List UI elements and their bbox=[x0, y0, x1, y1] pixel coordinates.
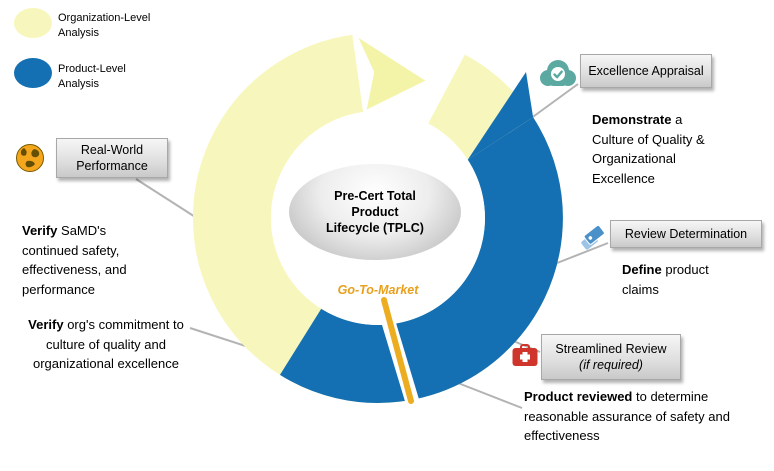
center-title-line-3: Lifecycle (TPLC) bbox=[326, 221, 424, 236]
center-title-line-2: Product bbox=[351, 204, 399, 219]
description-text: SaMD's continued safety, effectiveness, … bbox=[22, 223, 127, 297]
real-world-description-1: Verify SaMD's continued safety, effectiv… bbox=[22, 221, 152, 299]
stage-sublabel: (if required) bbox=[579, 358, 643, 372]
cloud-check-icon bbox=[536, 58, 578, 93]
description-text: product claims bbox=[622, 262, 709, 297]
description-lead: Define bbox=[622, 262, 662, 277]
center-title-line-1: Pre-Cert Total bbox=[334, 188, 416, 203]
product-analysis-swatch bbox=[14, 58, 52, 88]
org-analysis-label: Organization-Level Analysis bbox=[58, 12, 151, 40]
stage-box-review-determination: Review Determination bbox=[610, 220, 762, 248]
stage-label: Review Determination bbox=[624, 226, 748, 241]
streamlined-review-description: Product reviewed to determine reasonable… bbox=[524, 387, 732, 446]
description-lead: Verify bbox=[28, 317, 64, 332]
first-aid-icon bbox=[511, 344, 539, 373]
product-arc-tip bbox=[467, 72, 534, 160]
description-text: org's commitment to culture of quality a… bbox=[33, 317, 184, 371]
stage-label: Excellence Appraisal bbox=[588, 63, 704, 78]
go-to-market-line bbox=[381, 297, 414, 404]
stage-box-excellence-appraisal: Excellence Appraisal bbox=[580, 54, 712, 88]
stage-label: Real-World Performance bbox=[76, 142, 148, 173]
real-world-description-2: Verify org's commitment to culture of qu… bbox=[26, 315, 186, 374]
stage-box-streamlined-review: Streamlined Review (if required) bbox=[541, 334, 681, 380]
product-analysis-label: Product-Level Analysis bbox=[58, 63, 126, 91]
go-to-market-label: Go-To-Market bbox=[337, 283, 419, 297]
center-ellipse: Pre-Cert Total Product Lifecycle (TPLC) bbox=[289, 164, 461, 260]
connector-review-determination bbox=[551, 242, 609, 266]
excellence-appraisal-description: Demonstrate a Culture of Quality & Organ… bbox=[592, 110, 710, 188]
stage-box-real-world-performance: Real-World Performance bbox=[56, 138, 168, 178]
description-text: to determine reasonable assurance of saf… bbox=[524, 389, 730, 443]
description-lead: Product reviewed bbox=[524, 389, 633, 404]
connector-product-reviewed bbox=[457, 382, 523, 409]
review-determination-description: Define product claims bbox=[622, 260, 730, 299]
description-lead: Demonstrate bbox=[592, 112, 672, 127]
description-text: a Culture of Quality & Organizational Ex… bbox=[592, 112, 705, 186]
connector-excellence-appraisal bbox=[529, 83, 579, 120]
stage-label: Streamlined Review bbox=[555, 341, 667, 356]
globe-icon bbox=[14, 142, 46, 179]
org-analysis-swatch bbox=[14, 8, 52, 38]
clockwise-arrowhead-icon bbox=[354, 33, 430, 114]
description-lead: Verify bbox=[22, 223, 58, 238]
product-arc bbox=[279, 117, 563, 403]
tags-icon bbox=[578, 222, 606, 255]
